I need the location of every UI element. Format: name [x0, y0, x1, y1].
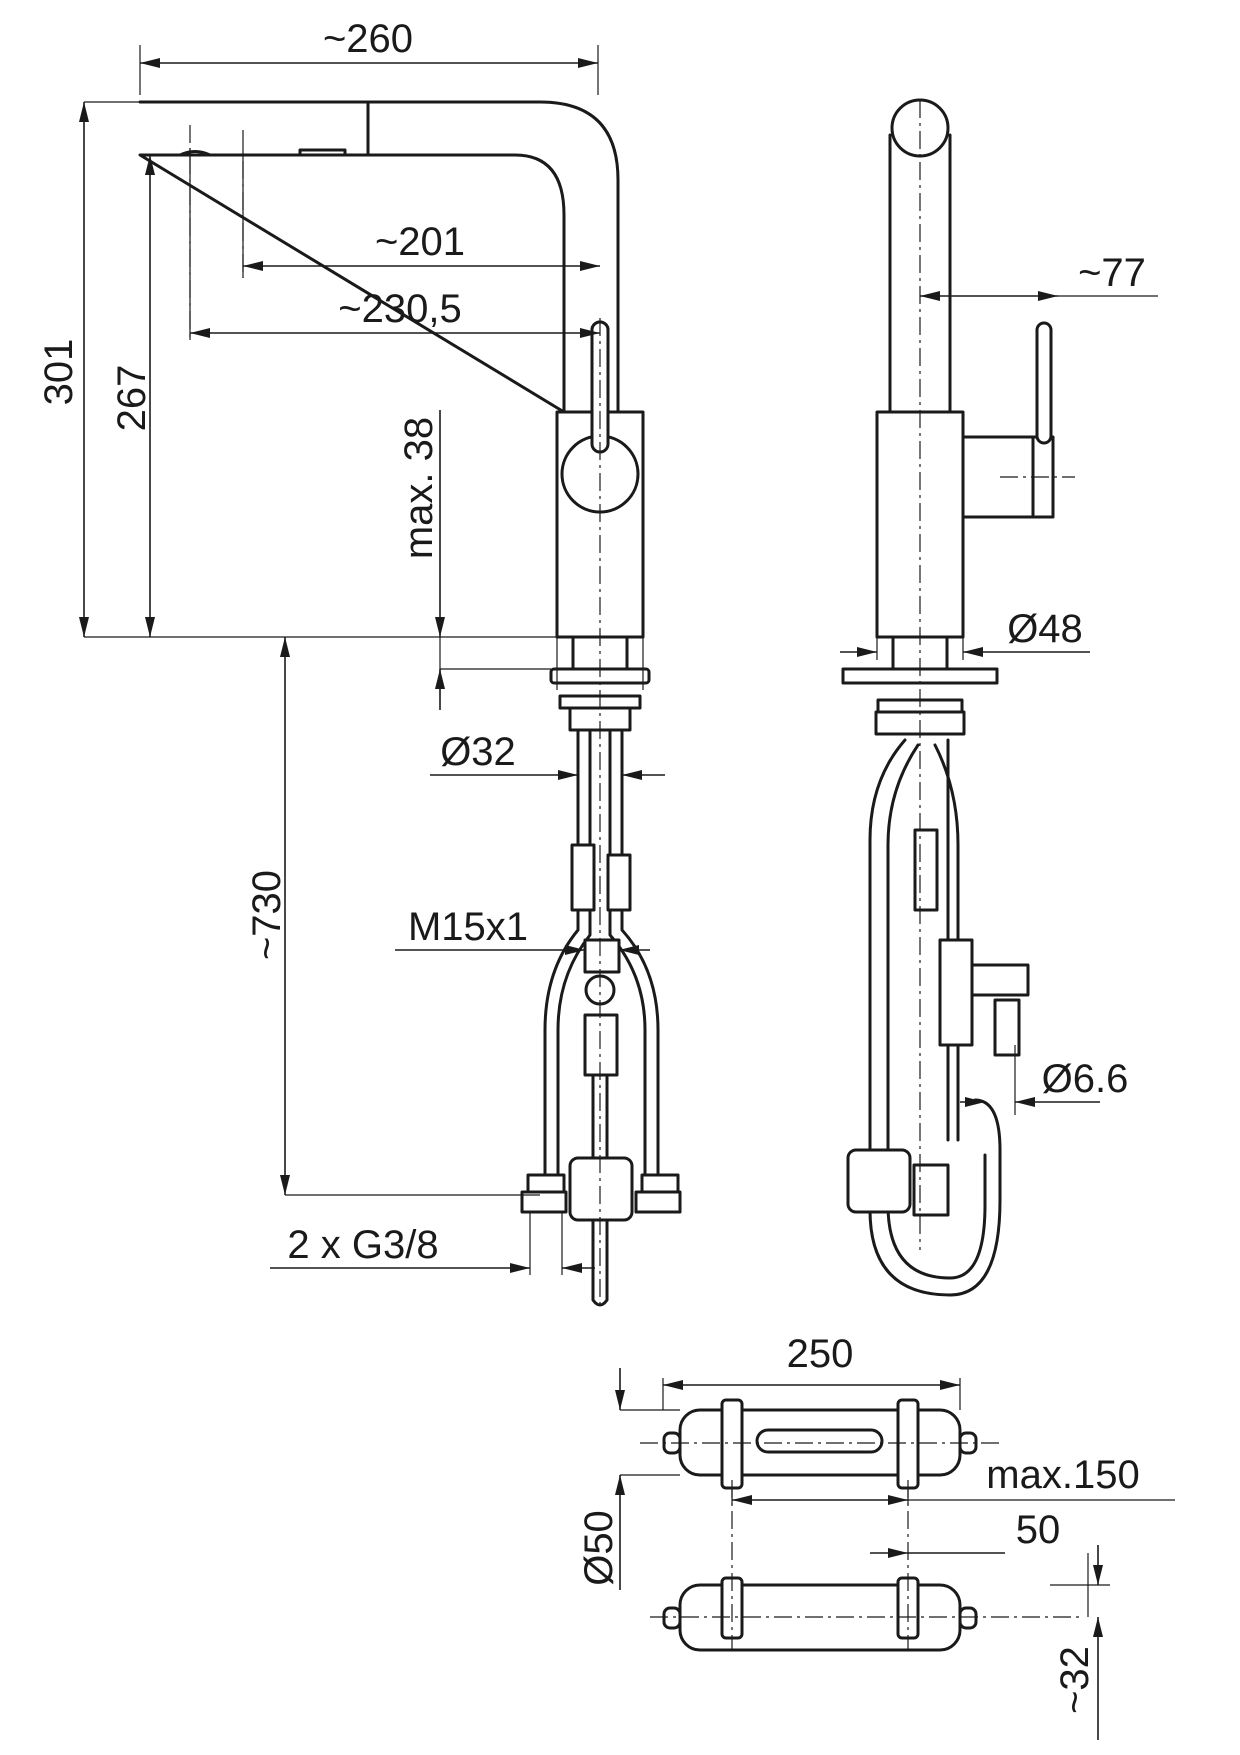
weight-cap-right-lower [958, 1606, 978, 1630]
lever-hub-side [961, 435, 1035, 519]
label-offset-50: 50 [1016, 1508, 1061, 1552]
side-view [841, 98, 1075, 1297]
label-reach-201: ~201 [375, 220, 465, 264]
label-height-267: 267 [110, 365, 154, 432]
front-view [138, 100, 682, 1310]
label-thread-m15: M15x1 [408, 905, 528, 949]
check-valve-side [938, 938, 974, 1047]
hose-fitting-side [913, 828, 939, 912]
hose-weight-top [640, 1398, 1000, 1490]
supply-hose-left [543, 728, 592, 1182]
hose-weight-side-view [846, 1148, 912, 1214]
dimension-lines [79, 45, 1175, 1740]
weight-clamp-left [720, 1398, 744, 1490]
label-drop-32: ~32 [1053, 1646, 1097, 1714]
hose-weight-side [568, 1156, 634, 1222]
label-diameter-32: Ø32 [440, 730, 516, 774]
weight-slot [755, 1428, 884, 1454]
label-hose-730: ~730 [245, 870, 289, 960]
spout-outlet-slot [178, 148, 347, 157]
label-reach-230: ~230,5 [338, 287, 461, 331]
g38-nut-side [912, 1163, 950, 1217]
supply-hose-side-left [868, 738, 1002, 1297]
supply-hose-side-left-inner [886, 743, 987, 1280]
spout-outline [138, 100, 620, 414]
g38-nut-right-lower [634, 1190, 682, 1214]
label-length-250: 250 [787, 1332, 854, 1376]
weight-cap-left-lower [662, 1606, 682, 1630]
dimension-labels: ~260 ~201 ~230,5 301 267 max. 38 Ø32 ~73… [37, 17, 1146, 1714]
hose-fitting [570, 843, 596, 912]
hose-weight-bottom [650, 1480, 1080, 1652]
label-offset-77: ~77 [1078, 251, 1146, 295]
label-connections: 2 x G3/8 [287, 1223, 438, 1267]
label-hose-6-6: Ø6.6 [1042, 1057, 1129, 1101]
label-max-38: max. 38 [397, 417, 441, 559]
label-max-150: max.150 [986, 1453, 1139, 1497]
check-valve [583, 938, 621, 974]
spray-connector-side [970, 963, 1030, 997]
spray-hose-connector [583, 1013, 619, 1077]
label-height-301: 301 [37, 339, 81, 406]
label-diameter-48: Ø48 [1007, 607, 1083, 651]
g38-nut-left-lower [520, 1190, 568, 1214]
label-diameter-50: Ø50 [577, 1510, 621, 1586]
hose-fitting [606, 853, 632, 912]
spout-tube-side [888, 133, 952, 414]
label-width-260: ~260 [323, 17, 413, 61]
lever-handle-side [1035, 321, 1053, 445]
weight-clamp-right [896, 1398, 920, 1490]
